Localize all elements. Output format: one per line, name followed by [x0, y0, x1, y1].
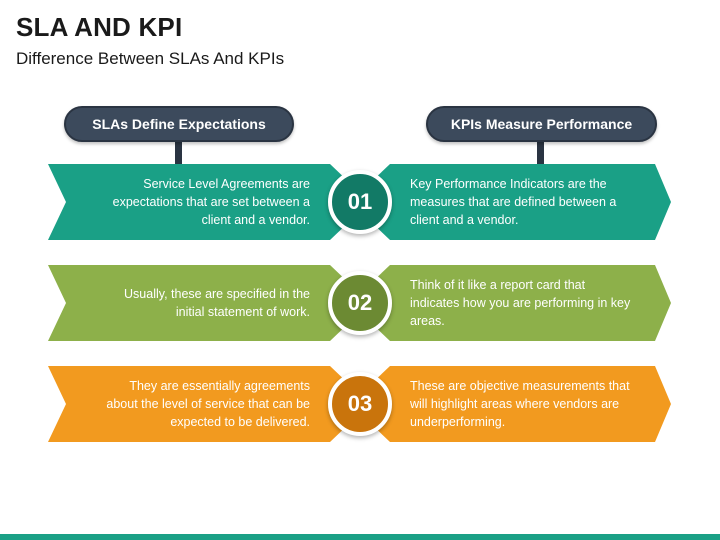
sla-heading-pill: SLAs Define Expectations [64, 106, 294, 142]
bottom-accent-bar [0, 534, 720, 540]
sla-description-text: Usually, these are specified in the init… [124, 287, 310, 319]
left-banner-03 [48, 366, 370, 442]
kpi-description: Key Performance Indicators are the measu… [410, 164, 635, 240]
kpi-description-text: Key Performance Indicators are the measu… [410, 177, 617, 227]
right-banner-01 [350, 164, 671, 240]
row-number-badge: 01 [328, 170, 392, 234]
sla-description: Service Level Agreements are expectation… [95, 164, 310, 240]
sla-description-text: They are essentially agreements about th… [106, 379, 310, 429]
kpi-description: These are objective measurements that wi… [410, 366, 635, 442]
kpi-description: Think of it like a report card that indi… [410, 265, 635, 341]
kpi-description-text: These are objective measurements that wi… [410, 379, 630, 429]
sla-description: Usually, these are specified in the init… [95, 265, 310, 341]
sla-description: They are essentially agreements about th… [95, 366, 310, 442]
right-banner-03 [350, 366, 671, 442]
page-subtitle: Difference Between SLAs And KPIs [16, 49, 285, 68]
left-banner-01 [48, 164, 370, 240]
kpi-description-text: Think of it like a report card that indi… [410, 278, 631, 328]
page-title: SLA AND KPI [16, 12, 183, 42]
row-number-badge: 03 [328, 372, 392, 436]
left-banner-02 [48, 265, 370, 341]
left-heading-connector [175, 142, 182, 164]
row-number-badge: 02 [328, 271, 392, 335]
sla-description-text: Service Level Agreements are expectation… [112, 177, 310, 227]
right-heading-connector [537, 142, 544, 164]
kpi-heading-pill: KPIs Measure Performance [426, 106, 657, 142]
right-banner-02 [350, 265, 671, 341]
